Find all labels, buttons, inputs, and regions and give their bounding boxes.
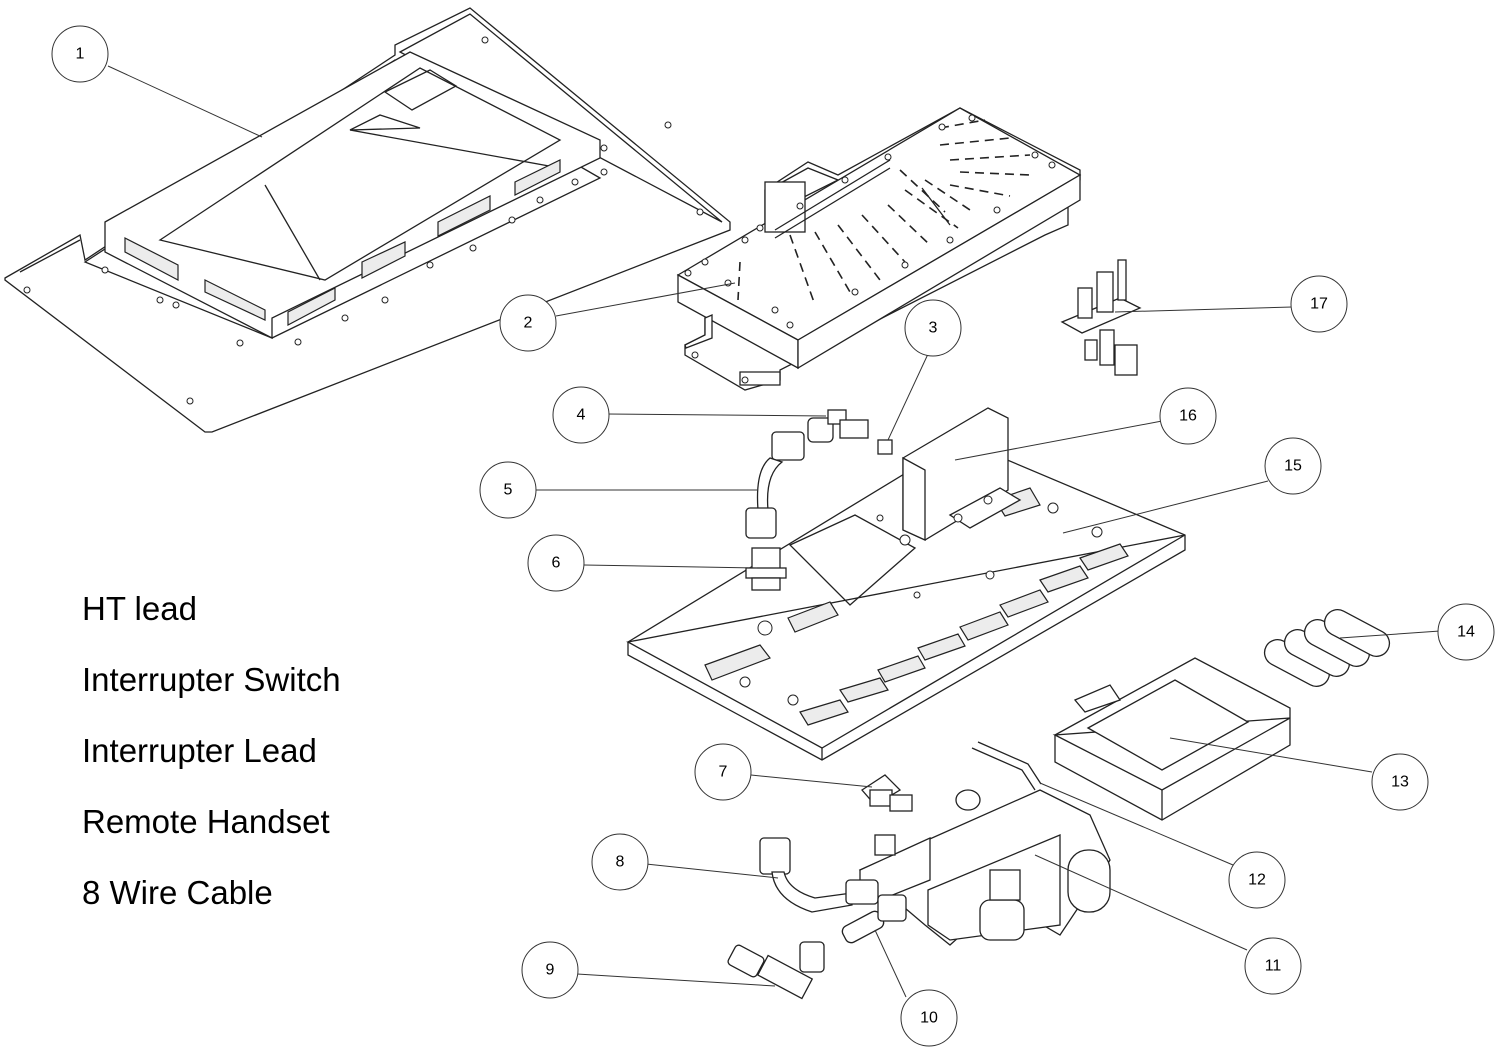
callout-circle xyxy=(904,299,962,357)
callout-11: 11 xyxy=(1244,937,1302,995)
part-14-batteries xyxy=(1263,609,1391,687)
part-3-injector xyxy=(877,439,893,455)
callout-circle xyxy=(1228,851,1286,909)
parts-list-item: Interrupter Lead xyxy=(82,732,317,769)
callout-circle xyxy=(1371,753,1429,811)
parts-list-item: Interrupter Switch xyxy=(82,661,341,698)
callout-number: 1 xyxy=(76,46,85,63)
callout-number: 2 xyxy=(524,315,533,332)
callout-15: 15 xyxy=(1264,437,1322,495)
part-5-pipe xyxy=(745,431,805,539)
callout-number: 9 xyxy=(546,962,555,979)
burner-screws xyxy=(684,114,1056,384)
callout-circle xyxy=(521,941,579,999)
callout-number: 17 xyxy=(1310,296,1328,313)
callout-circle xyxy=(1264,437,1322,495)
parts-list-item: Remote Handset xyxy=(82,803,330,840)
leader-lines xyxy=(107,65,1441,998)
callout-3: 3 xyxy=(904,299,962,357)
callout-9: 9 xyxy=(521,941,579,999)
callout-8: 8 xyxy=(591,833,649,891)
part-16-shield xyxy=(899,407,1022,546)
part-10-stub-pipe xyxy=(841,894,907,944)
part-13-receiver xyxy=(1052,657,1291,821)
callout-16: 16 xyxy=(1159,387,1217,445)
callout-circle xyxy=(1437,603,1495,661)
callout-number: 15 xyxy=(1284,458,1302,475)
part-8-pipe xyxy=(759,837,879,913)
callout-number: 4 xyxy=(577,407,586,424)
callout-13: 13 xyxy=(1371,753,1429,811)
callout-circle xyxy=(51,25,109,83)
callout-number: 13 xyxy=(1391,774,1409,791)
callout-number: 3 xyxy=(929,320,938,337)
part-9-fitting xyxy=(727,941,825,1000)
callout-number: 7 xyxy=(719,764,728,781)
callout-circle xyxy=(479,461,537,519)
part-17-pilot-assembly xyxy=(1060,259,1142,376)
callout-number: 16 xyxy=(1179,408,1197,425)
mounting-holes xyxy=(23,36,704,405)
callout-1: 1 xyxy=(51,25,109,83)
callout-12: 12 xyxy=(1228,851,1286,909)
callout-circle xyxy=(1290,275,1348,333)
callout-circle xyxy=(527,534,585,592)
part-15-control-plate xyxy=(626,439,1186,761)
callout-number: 5 xyxy=(504,482,513,499)
callout-5: 5 xyxy=(479,461,537,519)
callout-17: 17 xyxy=(1290,275,1348,333)
callout-circle xyxy=(1159,387,1217,445)
part-6-bulkhead-fitting xyxy=(745,547,787,591)
part-4-elbow xyxy=(807,409,869,443)
callout-number: 8 xyxy=(616,854,625,871)
parts-list-item: HT lead xyxy=(82,590,197,627)
part-2-burner xyxy=(676,107,1082,391)
callout-number: 10 xyxy=(920,1010,938,1027)
callout-2: 2 xyxy=(499,294,557,352)
callout-number: 14 xyxy=(1457,624,1475,641)
callout-number: 11 xyxy=(1265,958,1282,975)
callout-circle xyxy=(552,386,610,444)
part-1-base-tray xyxy=(4,7,731,433)
callout-number: 12 xyxy=(1248,872,1266,889)
callout-circle xyxy=(900,989,958,1047)
callout-circle xyxy=(499,294,557,352)
callout-4: 4 xyxy=(552,386,610,444)
callout-6: 6 xyxy=(527,534,585,592)
callout-circle xyxy=(694,743,752,801)
callout-7: 7 xyxy=(694,743,752,801)
callout-14: 14 xyxy=(1437,603,1495,661)
part-7-fitting xyxy=(861,774,913,812)
callout-number: 6 xyxy=(552,555,561,572)
callout-circle xyxy=(1244,937,1302,995)
callout-circle xyxy=(591,833,649,891)
callout-10: 10 xyxy=(900,989,958,1047)
part-11-gas-valve xyxy=(858,789,1111,946)
parts-list-item: 8 Wire Cable xyxy=(82,874,273,911)
part-12-electrode-lead xyxy=(971,741,1042,791)
